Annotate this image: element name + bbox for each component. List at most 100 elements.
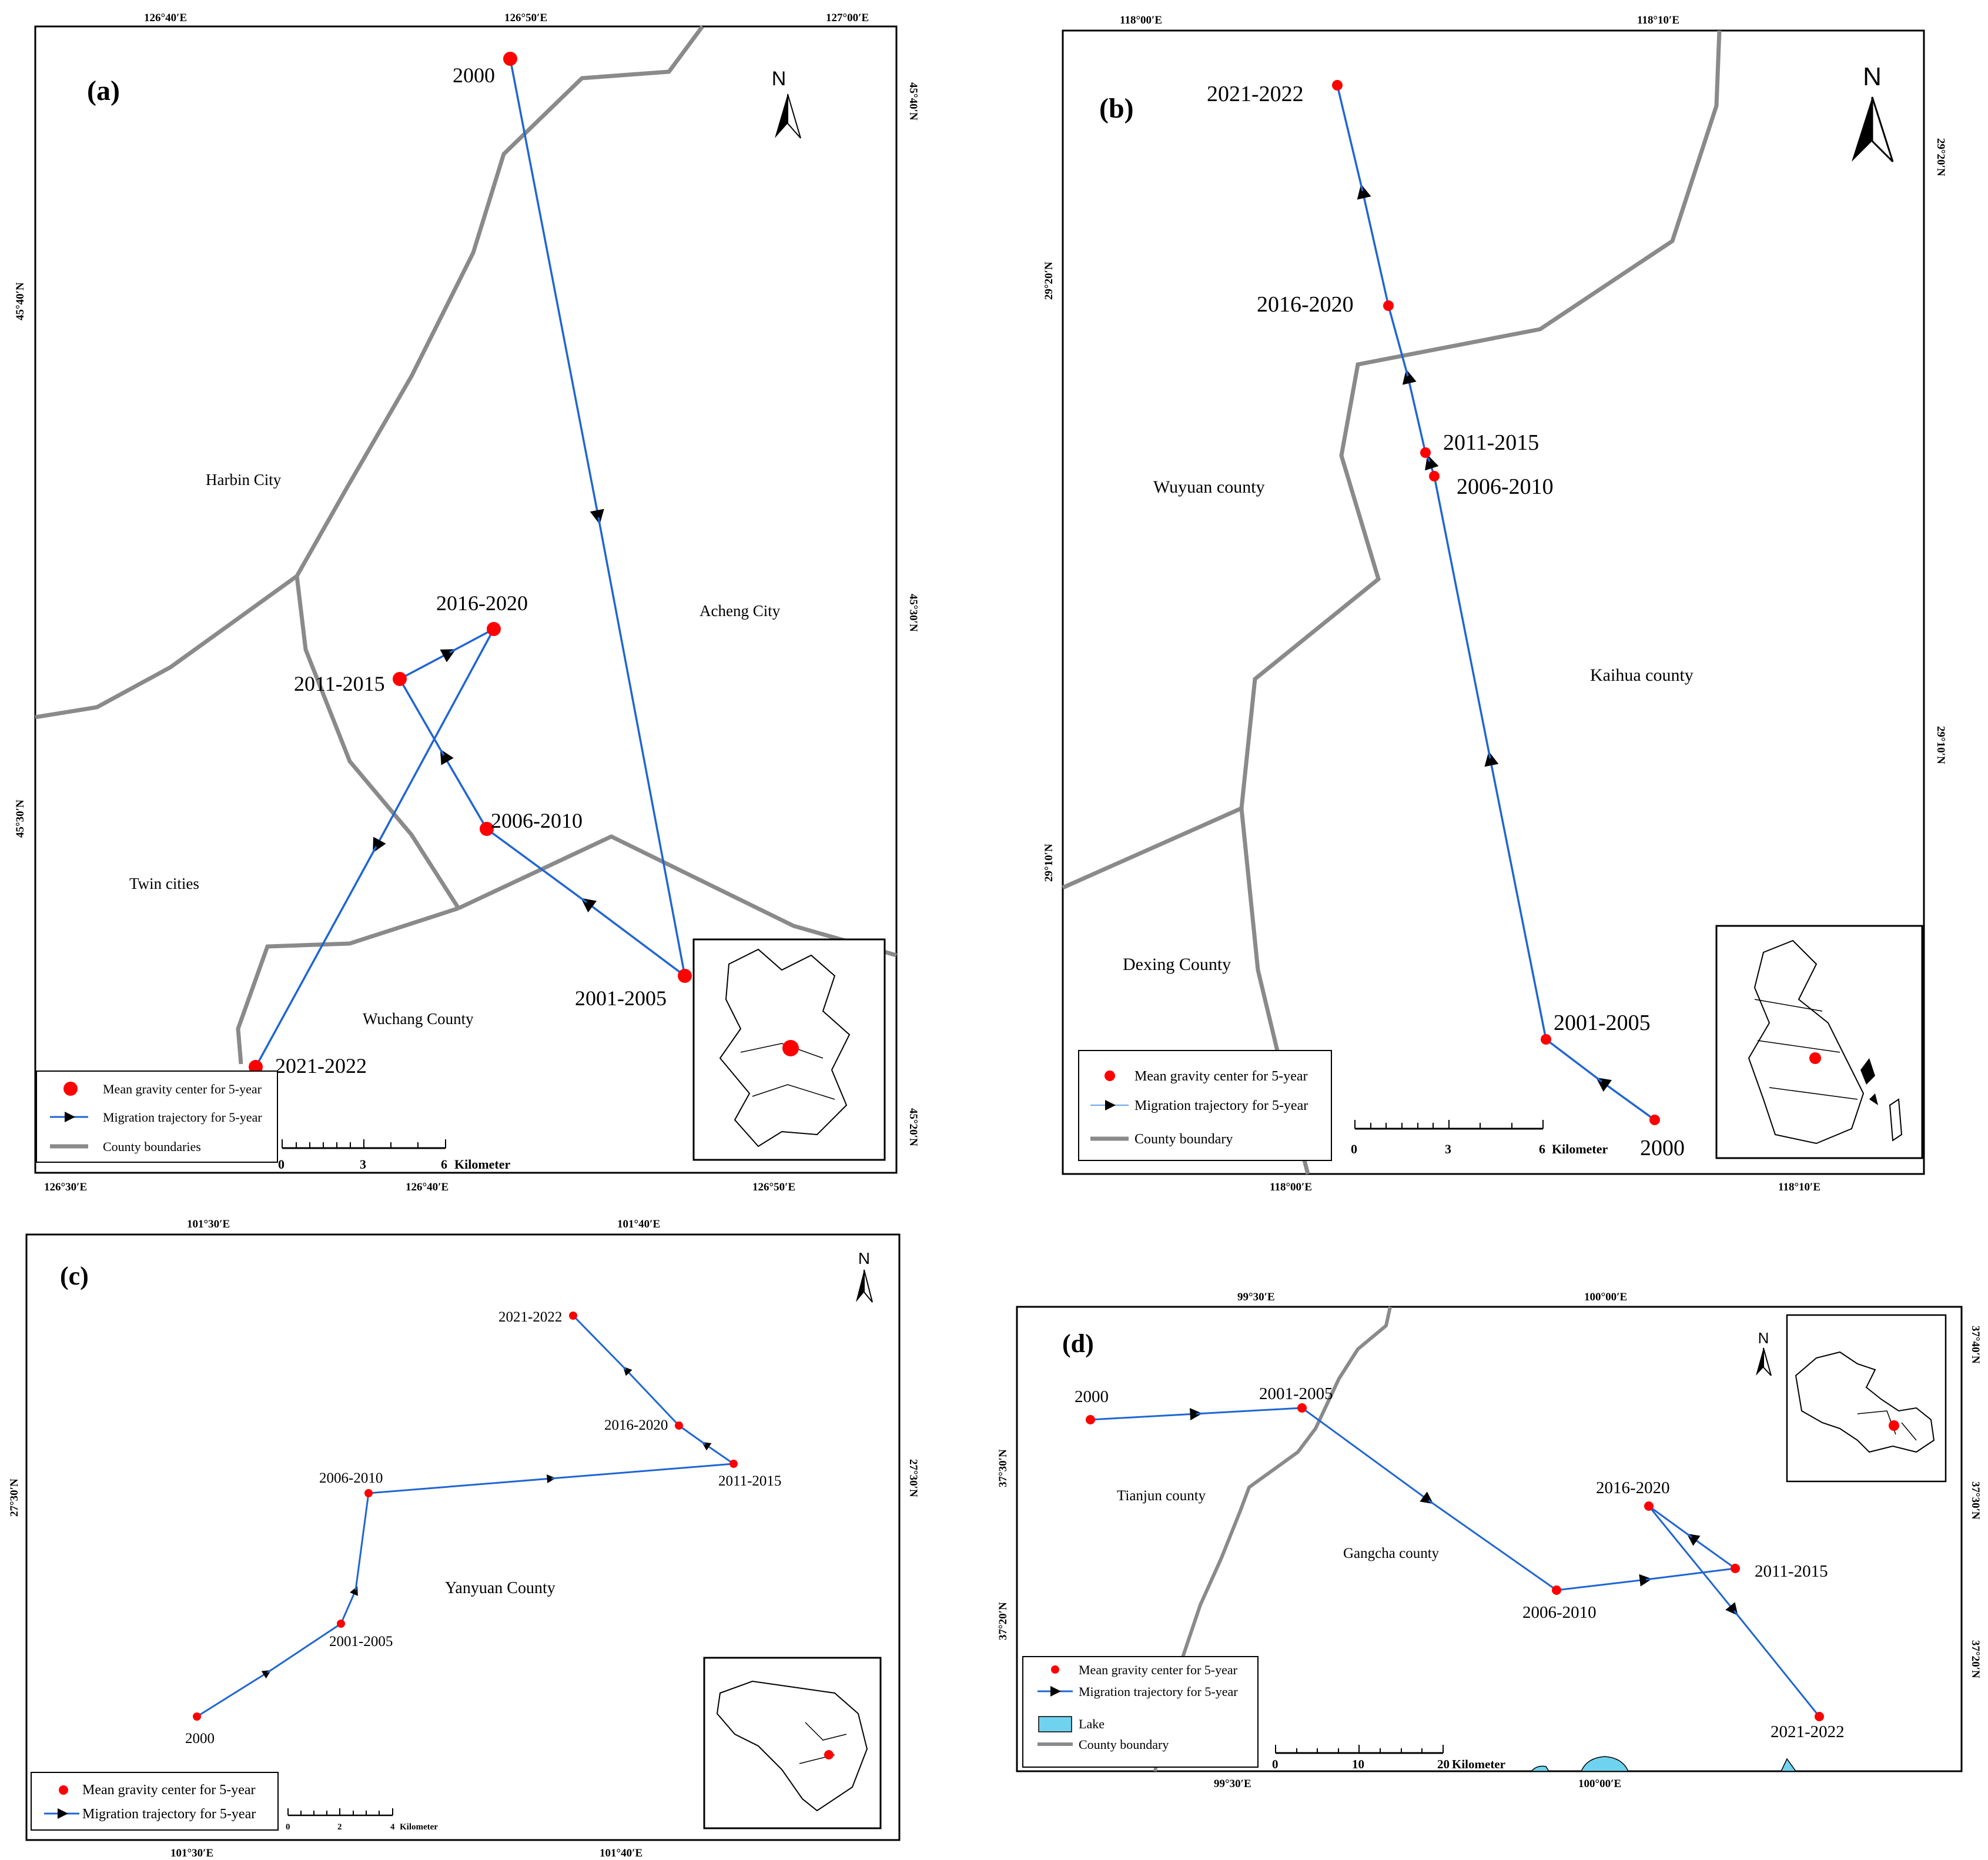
top-tick-label: 101°30′E: [187, 1218, 230, 1230]
map-legend: Mean gravity center for 5-year Migration…: [36, 1070, 278, 1163]
svg-text:0: 0: [286, 1822, 290, 1832]
bottom-tick-label: 118°00′E: [1270, 1181, 1312, 1193]
north-arrow: N: [1756, 1329, 1772, 1376]
region-label: Dexing County: [1123, 955, 1231, 974]
point-label: 2006-2010: [319, 1470, 383, 1486]
region-label: Twin cities: [129, 875, 199, 892]
north-arrow: N: [772, 68, 801, 139]
legend-entry: Mean gravity center for 5-year: [1134, 1069, 1308, 1084]
point-label: 2011-2015: [1443, 430, 1539, 455]
svg-text:N: N: [772, 68, 787, 90]
panel-a-gravity-centers: [249, 52, 692, 1074]
region-label: Wuyuan county: [1153, 477, 1265, 497]
panel-label: (c): [60, 1262, 89, 1290]
point-label: 2006-2010: [1457, 474, 1554, 499]
right-tick-label: 27°30′N: [907, 1459, 919, 1497]
svg-text:0: 0: [1272, 1757, 1279, 1771]
region-label: Wuchang County: [363, 1010, 474, 1028]
svg-text:20: 20: [1437, 1757, 1450, 1771]
panel-c-frame: [25, 1233, 901, 1841]
point-label: 2016-2020: [604, 1417, 668, 1433]
point-label: 2001-2005: [1259, 1384, 1333, 1403]
bottom-tick-label: 99°30′E: [1214, 1778, 1251, 1790]
legend-entry: Mean gravity center for 5-year: [1079, 1662, 1238, 1677]
gravity-center-a-2011-2015: [393, 672, 407, 686]
legend-entry: Mean gravity center for 5-year: [103, 1082, 262, 1096]
panel-b: 2000 2001-2005 2006-2010 2011-2015 2016-…: [1043, 14, 1947, 1193]
point-label: 2001-2005: [575, 986, 667, 1010]
bottom-tick-label: 118°10′E: [1778, 1181, 1820, 1193]
panel-d: 2000 2001-2005 2006-2010 2011-2015 2016-…: [997, 1291, 1982, 1790]
gravity-center-c-2001-2005: [337, 1620, 345, 1628]
left-tick-label: 37°30′N: [997, 1449, 1009, 1487]
gravity-center-c-2021-2022: [569, 1312, 577, 1320]
legend-entry: Lake: [1079, 1717, 1105, 1731]
right-tick-label: 45°40′N: [907, 82, 919, 121]
gravity-center-c-2011-2015: [729, 1460, 738, 1468]
point-label: 2011-2015: [1755, 1562, 1828, 1581]
gravity-center-a-2000: [503, 52, 517, 66]
svg-text:3: 3: [360, 1157, 366, 1172]
legend-entry: Migration trajectory for 5-year: [82, 1807, 256, 1822]
svg-text:4: 4: [390, 1822, 395, 1832]
scale-bar: 0 10 20 Kilometer: [1272, 1745, 1505, 1771]
left-tick-label: 45°30′N: [14, 799, 26, 838]
gravity-center-c-2016-2020: [675, 1421, 683, 1430]
locator-inset: [1715, 925, 1923, 1159]
top-tick-label: 101°40′E: [617, 1218, 660, 1230]
legend-entry: Migration trajectory for 5-year: [103, 1110, 262, 1125]
point-label: 2021-2022: [275, 1054, 367, 1078]
left-tick-label: 45°40′N: [14, 282, 26, 320]
region-label: Gangcha county: [1343, 1545, 1440, 1561]
panel-d-trajectory: [1090, 1407, 1820, 1717]
locator-inset: [703, 1657, 882, 1829]
panel-c-gravity-centers: [193, 1312, 738, 1721]
locator-inset: N: [1756, 1314, 1947, 1483]
point-label: 2016-2020: [436, 591, 528, 615]
panel-c: 2000 2001-2005 2006-2010 2011-2015 2016-…: [8, 1218, 919, 1859]
gravity-center-c-2000: [193, 1712, 201, 1721]
right-tick-label: 45°20′N: [907, 1108, 919, 1146]
point-label: 2011-2015: [294, 672, 385, 695]
panel-label: (d): [1062, 1329, 1094, 1358]
legend-entry: Migration trajectory for 5-year: [1134, 1098, 1308, 1113]
right-tick-label: 37°20′N: [1969, 1640, 1982, 1678]
panel-b-county-boundaries: [1062, 30, 1722, 1175]
right-tick-label: 29°10′N: [1935, 726, 1947, 764]
top-tick-label: 118°10′E: [1637, 14, 1679, 26]
locator-inset: [692, 938, 886, 1161]
point-label: 2001-2005: [329, 1634, 393, 1650]
svg-text:N: N: [858, 1249, 870, 1267]
left-tick-label: 29°10′N: [1043, 844, 1055, 882]
svg-text:0: 0: [278, 1157, 285, 1172]
gravity-center-d-2006-2010: [1552, 1585, 1561, 1595]
north-arrow: N: [856, 1249, 873, 1303]
bottom-tick-label: 126°40′E: [406, 1181, 449, 1193]
gravity-center-b-2016-2020: [1383, 300, 1394, 311]
top-tick-label: 100°00′E: [1584, 1291, 1627, 1303]
point-label: 2016-2020: [1257, 292, 1354, 317]
right-tick-label: 37°30′N: [1969, 1481, 1982, 1520]
gravity-center-b-2000: [1649, 1115, 1660, 1125]
panel-a: 2000 2001-2005 2006-2010 2011-2015 2016-…: [14, 12, 919, 1193]
panel-label: (b): [1099, 93, 1134, 124]
left-tick-label: 27°30′N: [8, 1478, 21, 1517]
gravity-center-d-2011-2015: [1731, 1564, 1740, 1573]
panel-d-gravity-centers: [1086, 1403, 1824, 1721]
region-label: Yanyuan County: [445, 1579, 555, 1597]
map-legend: Mean gravity center for 5-year Migration…: [31, 1772, 279, 1831]
scale-bar: 0 3 6 Kilometer: [1351, 1120, 1608, 1156]
gravity-center-b-2001-2005: [1541, 1034, 1551, 1045]
top-tick-label: 126°50′E: [504, 12, 547, 24]
svg-text:Kilometer: Kilometer: [454, 1157, 511, 1172]
point-label: 2021-2022: [1771, 1722, 1845, 1741]
bottom-tick-label: 101°40′E: [600, 1847, 642, 1859]
region-label: Harbin City: [206, 471, 282, 489]
right-tick-label: 29°20′N: [1935, 138, 1947, 176]
svg-text:Kilometer: Kilometer: [1452, 1757, 1505, 1771]
svg-text:6: 6: [441, 1157, 447, 1172]
legend-entry: Mean gravity center for 5-year: [82, 1782, 256, 1798]
panel-a-trajectory: [255, 58, 686, 1068]
gravity-center-b-2006-2010: [1429, 471, 1440, 481]
map-legend: Mean gravity center for 5-year Migration…: [1022, 1656, 1259, 1768]
